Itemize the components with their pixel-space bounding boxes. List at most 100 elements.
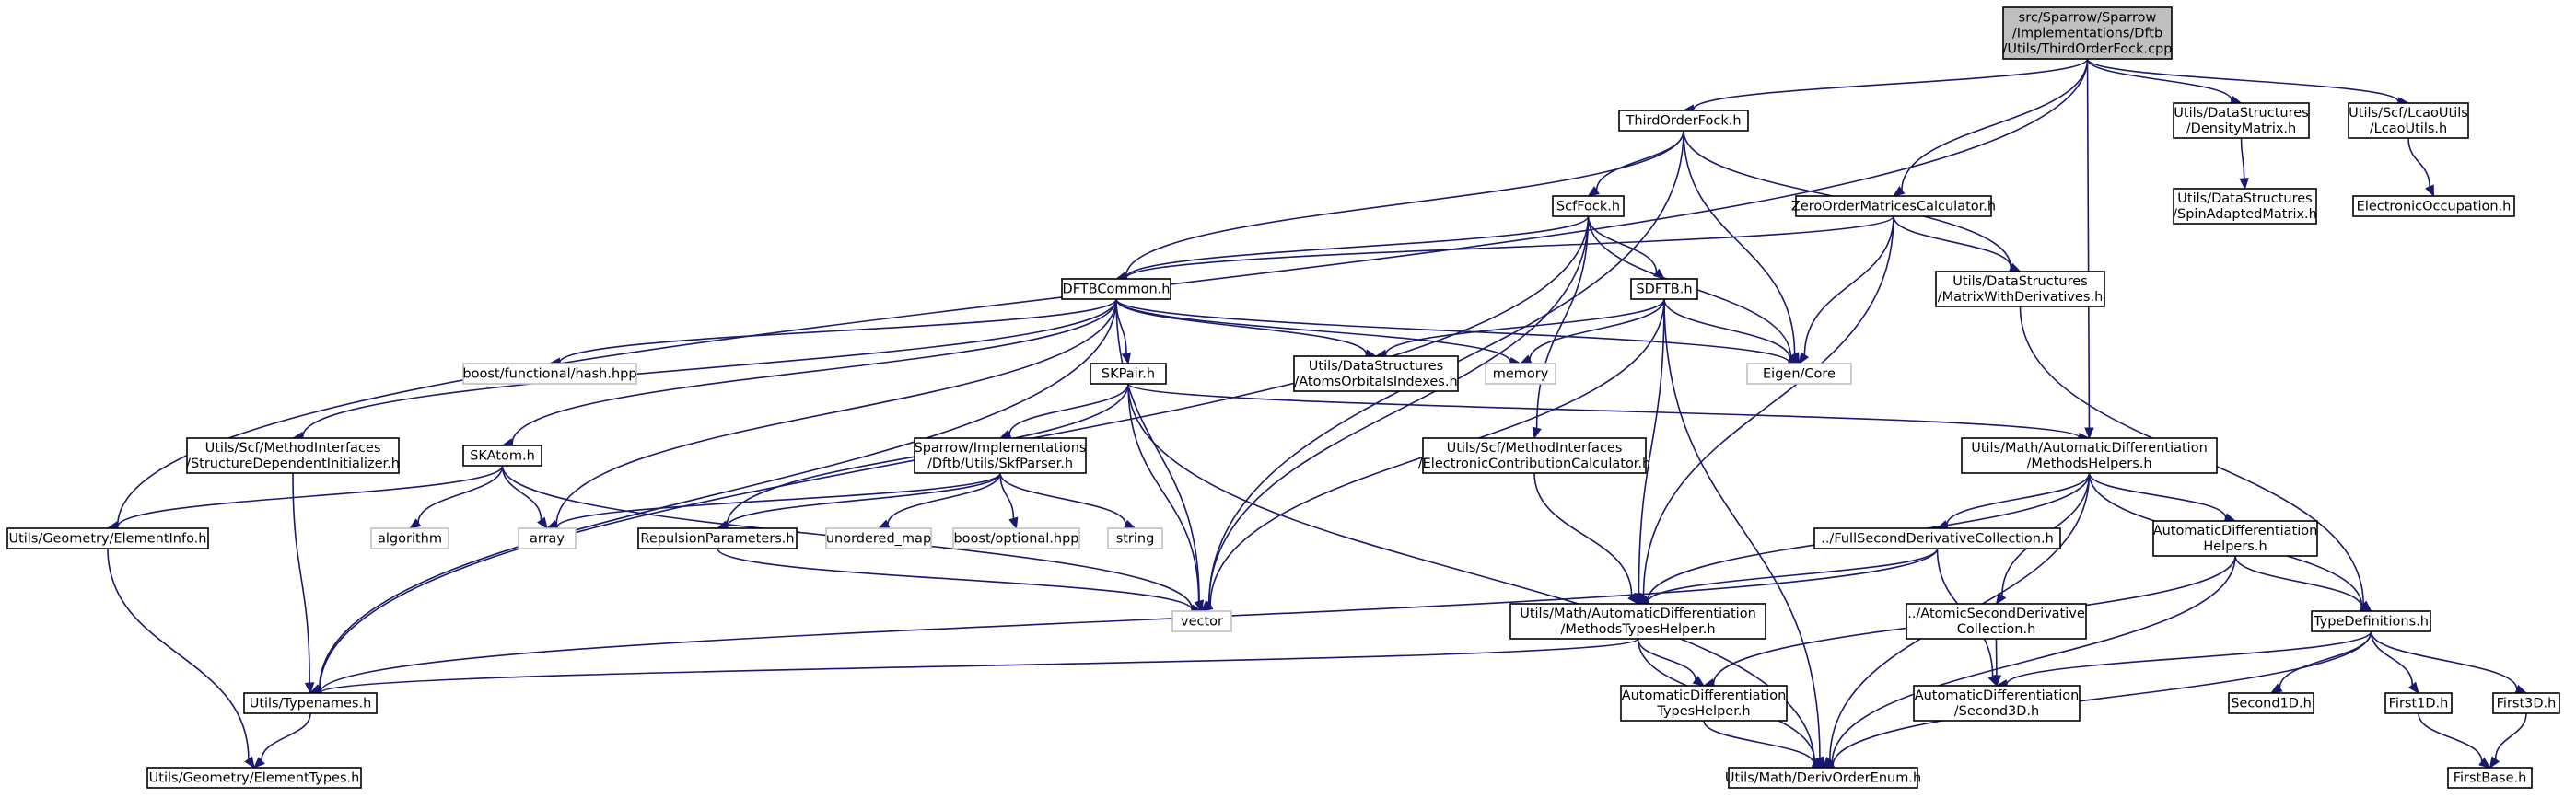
edge-elementinfo-to-elementtypes [107,548,255,769]
node-methodstypes[interactable]: Utils/Math/AutomaticDifferentiation/Meth… [1509,603,1766,640]
edge-line [1125,215,1894,279]
node-label: TypesHelper.h [1656,704,1750,719]
node-label: memory [1493,367,1549,382]
node-thirdorderfock[interactable]: ThirdOrderFock.h [1618,110,1749,132]
edge-arrowhead [1991,675,2002,688]
node-label: Utils/Scf/MethodInterfaces [205,441,381,456]
node-box [1813,527,2061,549]
edge-arrowhead [1194,599,1204,613]
edge-line [726,472,1001,527]
edge-methodstypes-to-autodifftypes [1637,638,1706,687]
node-box [914,437,1087,474]
node-scffock[interactable]: ScfFock.h [1552,195,1625,217]
edge-line [556,472,1001,528]
node-atomsorbitals[interactable]: Utils/DataStructures/AtomsOrbitalsIndexe… [1293,355,1459,392]
node-repulsion[interactable]: RepulsionParameters.h [637,527,798,549]
edge-root-to-methodshelpers [2084,58,2094,440]
node-eigen: Eigen/Core [1746,363,1852,385]
edge-methodshelpers-to-autodiffhelpers [2088,472,2237,523]
edge-zeroorder-to-dftbcommon [1114,215,1894,283]
edge-line [999,472,1015,519]
node-firstbase[interactable]: FirstBase.h [2447,767,2533,789]
edge-line [559,298,1117,364]
edge-line [1831,555,2236,763]
node-structdep[interactable]: Utils/Scf/MethodInterfaces/StructureDepe… [186,437,400,474]
node-fullsecond[interactable]: ../FullSecondDerivativeCollection.h [1813,527,2061,549]
node-label: AutomaticDifferentiation [1915,688,2080,703]
node-sdftb[interactable]: SDFTB.h [1630,278,1698,300]
edge-line [1384,298,1665,355]
edge-line [1683,130,1796,355]
node-root[interactable]: src/Sparrow/Sparrow/Implementations/Dftb… [2002,6,2173,60]
node-first3d[interactable]: First3D.h [2492,692,2560,714]
node-zeroorder[interactable]: ZeroOrderMatricesCalculator.h [1791,195,1996,217]
edge-line [1595,130,1684,191]
edge-line [1533,472,1633,596]
node-skatom[interactable]: SKAtom.h [462,445,542,467]
node-elementinfo[interactable]: Utils/Geometry/ElementInfo.h [6,527,209,549]
node-box [2002,6,2173,60]
edge-line [2088,472,2227,518]
edge-line [1008,383,1129,434]
edge-repulsion-to-vector [717,548,1204,615]
edge-typedefs-to-second3d [1995,630,2372,689]
edge-line [1127,383,1200,602]
node-skpair[interactable]: SKPair.h [1090,363,1167,385]
edges-layer [106,58,2528,770]
node-box [1935,271,2105,307]
edge-root-to-lcaoutils [2086,58,2410,107]
node-typedefs[interactable]: TypeDefinitions.h [2311,610,2431,632]
node-methodshelpers[interactable]: Utils/Math/AutomaticDifferentiation/Meth… [1961,437,2218,474]
node-first1d[interactable]: First1D.h [2384,692,2453,714]
node-second3d[interactable]: AutomaticDifferentiation/Second3D.h [1913,685,2081,722]
node-box [1107,527,1163,549]
node-electroniccontrib[interactable]: Utils/Scf/MethodInterfaces/ElectronicCon… [1418,437,1651,474]
node-label: ../FullSecondDerivativeCollection.h [1821,532,2054,547]
edge-structdep-to-typenames [292,472,315,695]
node-box [6,527,209,549]
node-box [2228,692,2314,714]
node-electronicocc[interactable]: ElectronicOccupation.h [2352,195,2515,217]
node-label: TypeDefinitions.h [2313,615,2429,630]
edge-arrowhead [1008,516,1019,530]
edge-skpair-to-skfparser [998,383,1129,439]
node-typenames[interactable]: Utils/Typenames.h [243,692,378,714]
node-lcaoutils[interactable]: Utils/Scf/LcaoUtils/LcaoUtils.h [2348,102,2469,139]
edge-arrowhead [244,756,255,769]
node-spinadapted[interactable]: Utils/DataStructures/SpinAdaptedMatrix.h [2173,188,2317,225]
edge-arrowhead [1692,676,1706,687]
node-skfparser[interactable]: Sparrow/Implementations/Dftb/Utils/SkfPa… [914,437,1087,474]
node-dftbcommon[interactable]: DFTBCommon.h [1061,278,1171,300]
edge-line [1115,298,1511,363]
edge-line [1115,298,1790,364]
node-box [1961,437,2218,474]
node-label: /SpinAdaptedMatrix.h [2173,207,2317,222]
node-label: Utils/DataStructures [1309,359,1443,374]
node-derivorder[interactable]: Utils/Math/DerivOrderEnum.h [1725,767,1921,789]
edge-typedefs-to-first3d [2370,630,2528,694]
node-box [1171,610,1232,632]
node-unorderedmap: unordered_map [825,527,932,549]
edge-line [1115,298,1200,602]
node-second1d[interactable]: Second1D.h [2228,692,2314,714]
node-elementtypes[interactable]: Utils/Geometry/ElementTypes.h [146,767,362,789]
edge-line [1901,58,2089,191]
node-label: /LcaoUtils.h [2370,121,2447,136]
node-box [2352,195,2515,217]
node-label: boost/optional.hpp [953,532,1078,547]
edge-line [302,298,1117,437]
edge-line [1587,215,1658,273]
node-label: Helpers.h [2203,539,2267,554]
node-matrixwithderiv[interactable]: Utils/DataStructures/MatrixWithDerivativ… [1935,271,2105,307]
edge-first3d-to-firstbase [2489,712,2527,769]
node-densitymatrix[interactable]: Utils/DataStructures/DensityMatrix.h [2173,102,2310,139]
node-label: Utils/Typenames.h [250,697,372,711]
edge-line [2418,712,2483,762]
node-box [1509,603,1766,640]
node-label: Eigen/Core [1763,367,1836,382]
node-label: unordered_map [826,532,931,547]
node-box [243,692,378,714]
